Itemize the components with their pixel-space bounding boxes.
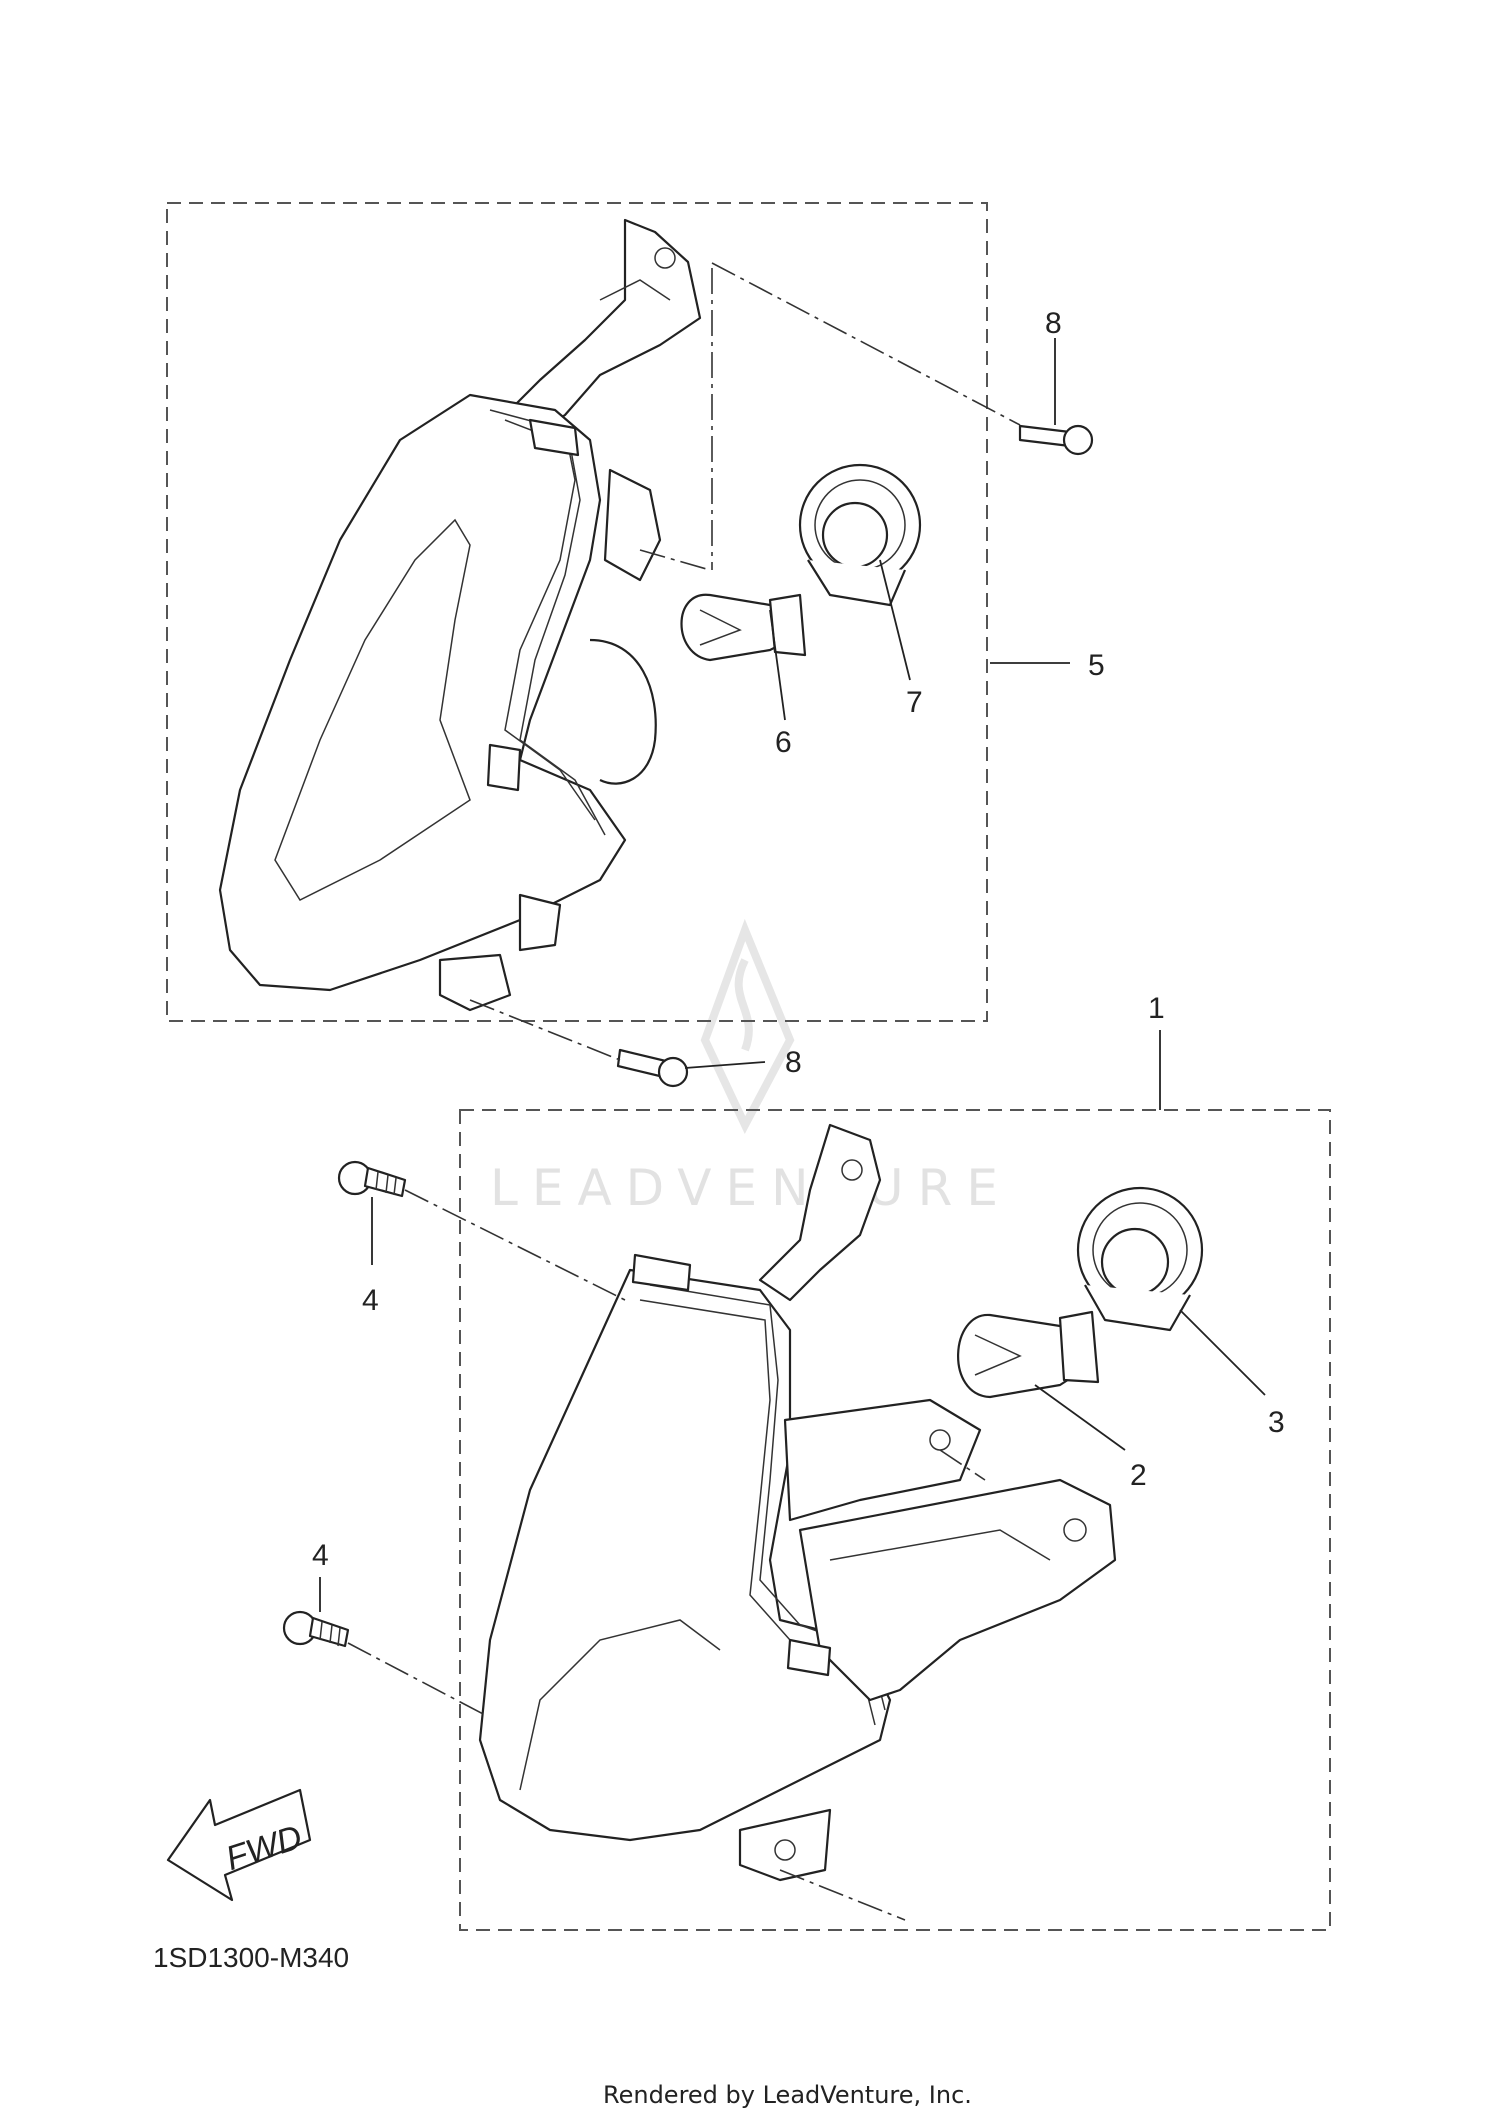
callout-7: 7 [906, 686, 923, 719]
callout-3: 3 [1268, 1406, 1285, 1439]
screw-8-lower [616, 1048, 689, 1088]
callout-4-upper: 4 [362, 1284, 379, 1317]
callout-4-lower: 4 [312, 1539, 329, 1572]
callout-2: 2 [1130, 1459, 1147, 1492]
screw-8-upper [1018, 424, 1094, 456]
callout-5: 5 [1088, 649, 1105, 682]
bulb-upper [680, 593, 807, 662]
watermark: LEADVENTURE [490, 918, 1012, 1217]
assembly-1-box [459, 1109, 1331, 1931]
callout-8-upper: 8 [1045, 307, 1062, 340]
diagram-code: 1SD1300-M340 [153, 1942, 349, 1973]
callout-6: 6 [775, 726, 792, 759]
footer-credit: Rendered by LeadVenture, Inc. [603, 2081, 972, 2109]
screw-4-upper [337, 1160, 407, 1198]
assembly-5-box [166, 202, 988, 1022]
socket-upper [798, 463, 922, 607]
callout-8-lower: 8 [785, 1046, 802, 1079]
rear-flasher-light-assembly [218, 218, 702, 1012]
socket-lower [1076, 1186, 1204, 1332]
front-flasher-light-assembly [478, 1123, 1117, 1882]
callout-1: 1 [1148, 992, 1165, 1025]
screw-4-lower [282, 1610, 350, 1648]
bulb-lower [957, 1310, 1100, 1399]
watermark-text: LEADVENTURE [490, 1159, 1012, 1217]
fwd-direction-arrow: FWD [166, 1788, 312, 1902]
